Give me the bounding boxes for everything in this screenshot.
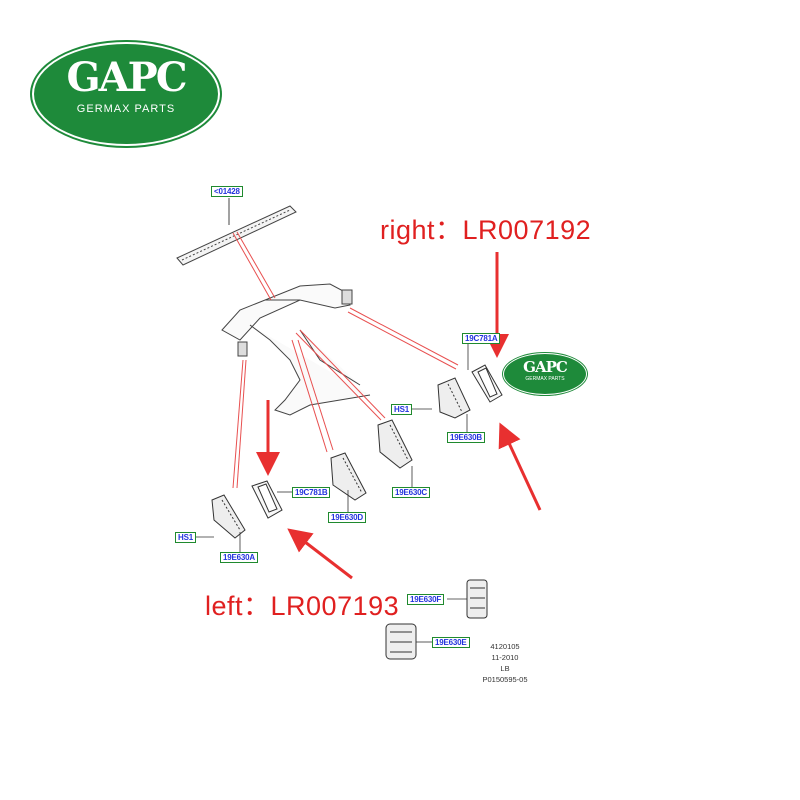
footer-line-2: 11-2010 — [491, 653, 519, 662]
footer-line-1: 4120105 — [490, 642, 520, 651]
label-hs1-right: HS1 — [391, 404, 412, 415]
arrow-left-up — [287, 528, 353, 580]
germax-logo-small: GAPC GERMAX PARTS — [503, 353, 587, 395]
vent-19E630F — [466, 579, 488, 619]
label-19C781B: 19C781B — [292, 487, 331, 498]
small-logo-brand: GERMAX PARTS — [525, 376, 565, 382]
small-logo-mark: GAPC — [523, 358, 568, 376]
label-19E630E: 19E630E — [432, 637, 470, 648]
label-19E630A: 19E630A — [220, 552, 258, 563]
duct-assembly — [221, 283, 371, 416]
label-19C781A: 19C781A — [462, 333, 501, 344]
vent-19E630E — [385, 623, 417, 660]
footer-line-4: P0150595-05 — [482, 675, 528, 684]
vent-19E630C — [377, 419, 413, 469]
germax-logo: GAPC GERMAX PARTS — [32, 42, 220, 146]
label-19E630C: 19E630C — [392, 487, 430, 498]
leader-lines — [195, 343, 469, 643]
vent-19E630D — [330, 452, 367, 501]
label-19E630F: 19E630F — [407, 594, 445, 605]
logo-brand: GERMAX PARTS — [76, 103, 176, 115]
vent-19E630B — [437, 377, 471, 419]
footer-line-3: LB — [500, 664, 510, 673]
label-hs1-left: HS1 — [175, 532, 196, 543]
vent-19E630A — [211, 494, 246, 539]
left-part-number: left：LR007193 — [205, 591, 400, 621]
explode-lines — [232, 231, 459, 489]
logo-mark: GAPC — [66, 54, 187, 101]
right-part-number: right：LR007192 — [380, 215, 592, 245]
vent-19C781B — [251, 480, 283, 519]
vent-19C781A — [471, 364, 503, 403]
defroster-vent — [176, 198, 297, 266]
label-19E630D: 19E630D — [328, 512, 366, 523]
label-01428: <01428 — [211, 186, 243, 197]
arrow-right-up — [498, 422, 542, 511]
label-19E630B: 19E630B — [447, 432, 485, 443]
